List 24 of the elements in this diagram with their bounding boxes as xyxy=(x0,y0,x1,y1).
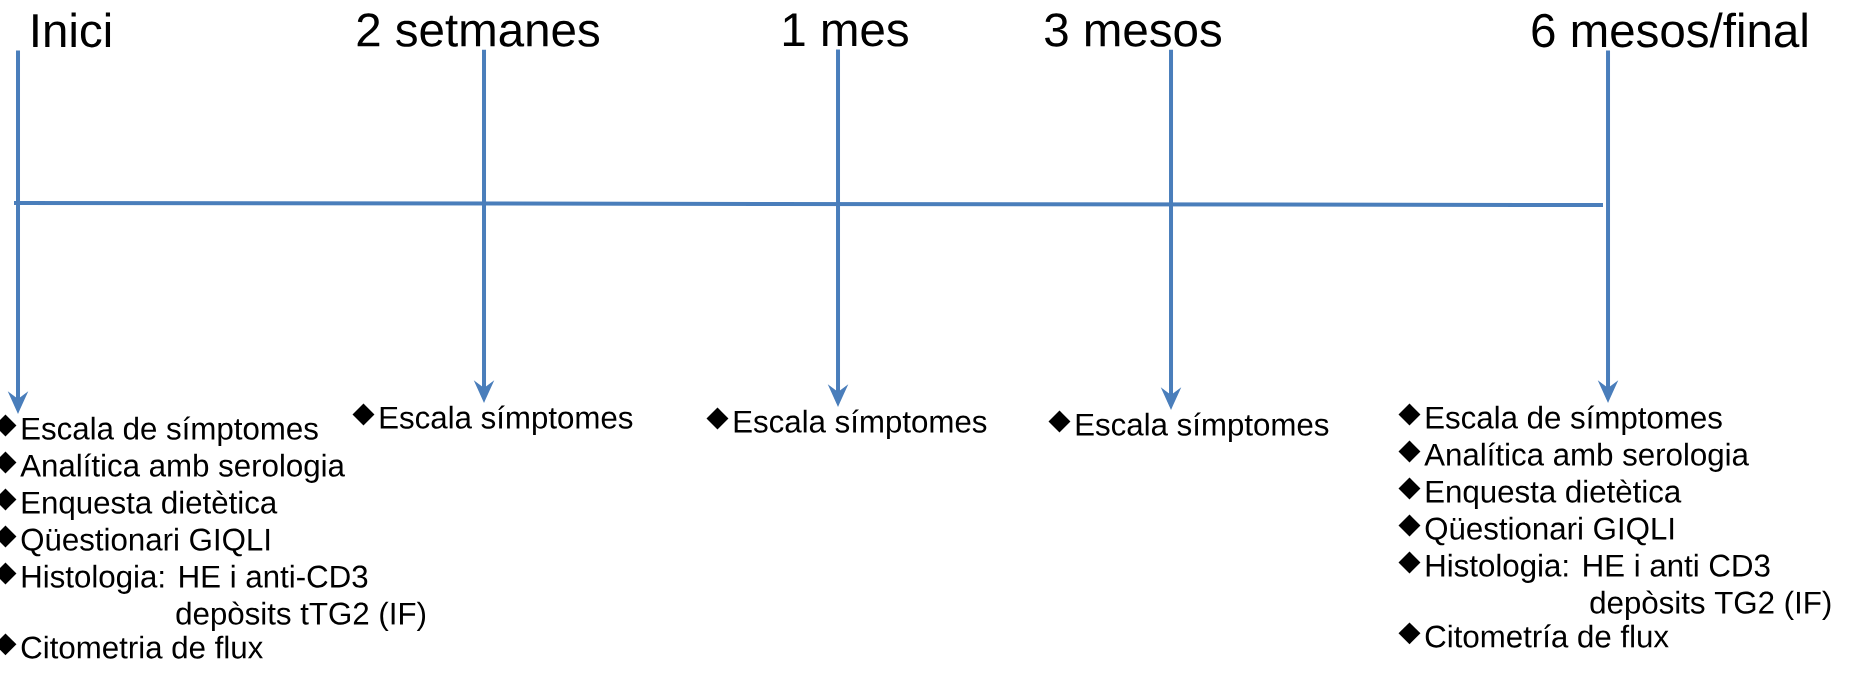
time-label: 6 mesos/final xyxy=(1532,12,1807,48)
time-label: Inici xyxy=(33,12,110,48)
list-item: Qüestionari GIQLI xyxy=(1425,516,1674,546)
bullet-list xyxy=(706,407,987,439)
list-item: Escala símptomes xyxy=(380,405,633,435)
list-item: Analítica amb serologia xyxy=(20,453,345,483)
list-item: Escala de símptomes xyxy=(22,416,318,446)
list-item: Citometria de flux xyxy=(21,635,263,659)
bullet-list xyxy=(1048,410,1329,442)
list-item: Enquesta dietètica xyxy=(1426,479,1682,509)
list-item: Enquesta dietètica xyxy=(22,490,278,520)
list-item: Citometría de flux xyxy=(1425,624,1669,648)
list-item: Analítica amb serologia xyxy=(1424,442,1749,472)
list-item: Escala símptomes xyxy=(734,409,987,439)
list-item: Histologia: HE i anti CD3 depòsits TG2 (IF) xyxy=(1426,553,1831,620)
time-label: 1 mes xyxy=(783,13,908,47)
time-label: 3 mesos xyxy=(1045,13,1221,47)
list-item: Escala símptomes xyxy=(1076,412,1329,442)
list-item: Histologia: HE i anti-CD3 depòsits tTG2 (IF) xyxy=(22,564,425,631)
bullet-list xyxy=(1398,403,1831,648)
list-item: Qüestionari GIQLI xyxy=(21,527,270,557)
time-label: 2 setmanes xyxy=(357,13,599,47)
bullet-list xyxy=(352,403,633,435)
list-item: Escala de símptomes xyxy=(1426,405,1722,435)
